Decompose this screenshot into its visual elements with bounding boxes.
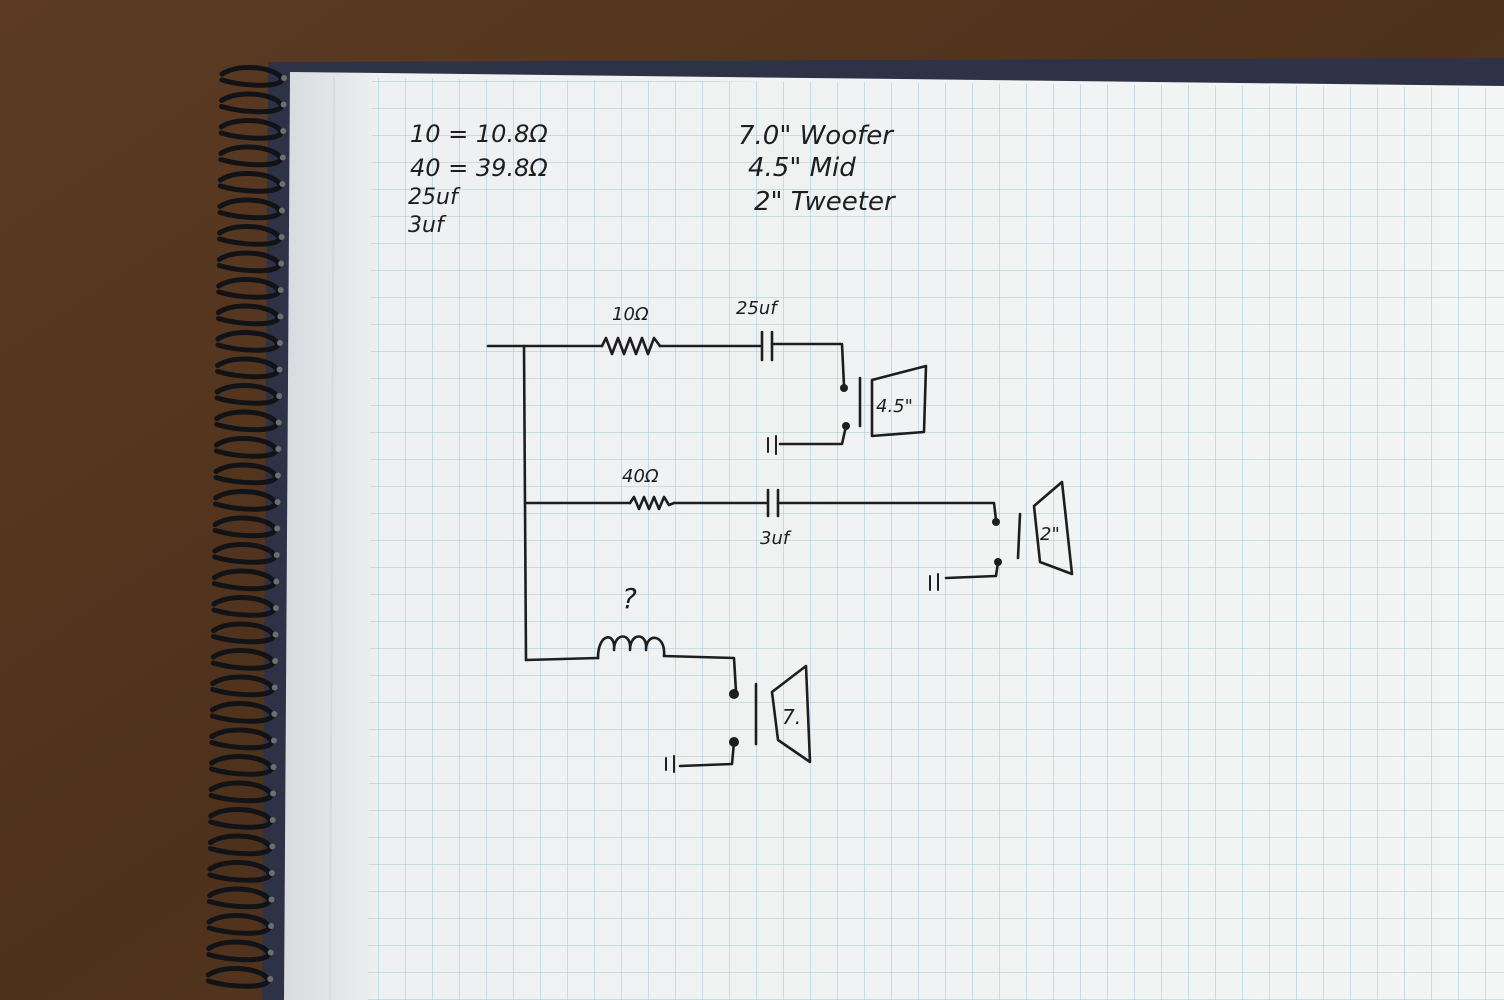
spiral-hole	[268, 923, 275, 929]
spiral-hole	[267, 976, 274, 982]
spiral-hole	[270, 737, 277, 744]
spiral-hole	[276, 340, 283, 346]
spiral-hole	[274, 525, 281, 532]
woofer-speaker	[770, 664, 812, 764]
woofer-inductor	[596, 635, 666, 660]
spiral-hole	[271, 711, 278, 717]
spiral-hole	[279, 154, 286, 161]
note-left-2: 40 = 39.8Ω	[410, 154, 548, 182]
impedance-notes: 10 = 10.8Ω 40 = 39.8Ω 25uf 3uf	[408, 120, 548, 238]
spiral-hole	[280, 101, 287, 108]
spiral-hole	[271, 684, 278, 691]
tweeter-capacitor-label: 3uf	[760, 528, 792, 549]
spiral-hole	[275, 419, 282, 426]
mid-speaker	[870, 364, 928, 438]
spiral-hole	[280, 128, 287, 134]
note-right-2: 4.5" Mid	[748, 153, 856, 183]
spiral-hole	[278, 260, 285, 267]
spiral-hole	[267, 949, 274, 956]
spiral-hole	[273, 578, 280, 585]
spiral-hole	[269, 817, 276, 823]
mid-terminal-pos	[840, 384, 848, 392]
spiral-hole	[268, 896, 275, 903]
tweeter-resistor	[628, 495, 676, 511]
spiral-hole	[275, 446, 282, 452]
note-left-1: 10 = 10.8Ω	[410, 120, 548, 148]
mid-speaker-label: 4.5"	[876, 396, 913, 417]
spiral-hole	[269, 843, 276, 850]
note-left-4: 3uf	[408, 213, 447, 238]
mid-capacitor-label: 25uf	[736, 298, 779, 319]
spiral-hole	[277, 313, 284, 320]
spiral-hole	[276, 393, 283, 399]
spiral-hole	[272, 658, 279, 664]
woofer-inductor-label: ?	[622, 582, 637, 615]
tweeter-terminal-pos	[992, 518, 1000, 526]
tweeter-resistor-label: 40Ω	[622, 466, 659, 487]
note-right-3: 2" Tweeter	[754, 187, 897, 217]
mid-resistor-label: 10Ω	[612, 304, 649, 325]
spiral-hole	[270, 790, 277, 797]
woofer-speaker-label: 7.	[782, 705, 801, 729]
spiral-hole	[272, 605, 279, 611]
mid-resistor	[600, 336, 662, 356]
woofer-branch: ? 7.	[524, 582, 812, 773]
driver-notes: 7.0" Woofer 4.5" Mid 2" Tweeter	[738, 121, 897, 217]
mid-branch: 10Ω 25uf 4.5"	[600, 298, 928, 455]
graph-grid	[368, 78, 1504, 1000]
page-margin-line	[329, 75, 335, 1000]
tweeter-branch: 40Ω 3uf 2"	[524, 466, 1074, 591]
spiral-hole	[272, 631, 279, 638]
tweeter-speaker-label: 2"	[1040, 524, 1060, 545]
note-left-3: 25uf	[408, 185, 461, 210]
spiral-hole	[270, 764, 277, 770]
spiral-hole	[281, 75, 287, 81]
spiral-hole	[278, 234, 285, 240]
spiral-hole	[276, 366, 283, 373]
spiral-hole	[279, 181, 286, 187]
spiral-hole	[273, 552, 280, 558]
tweeter-speaker	[1032, 480, 1074, 576]
note-right-1: 7.0" Woofer	[738, 121, 895, 151]
spiral-hole	[268, 870, 275, 876]
spiral-hole	[274, 472, 281, 479]
woofer-terminal-pos	[729, 689, 739, 699]
spiral-hole	[277, 287, 284, 293]
spiral-hole	[274, 499, 281, 505]
spiral-binding	[205, 65, 287, 989]
spiral-hole	[278, 207, 285, 214]
